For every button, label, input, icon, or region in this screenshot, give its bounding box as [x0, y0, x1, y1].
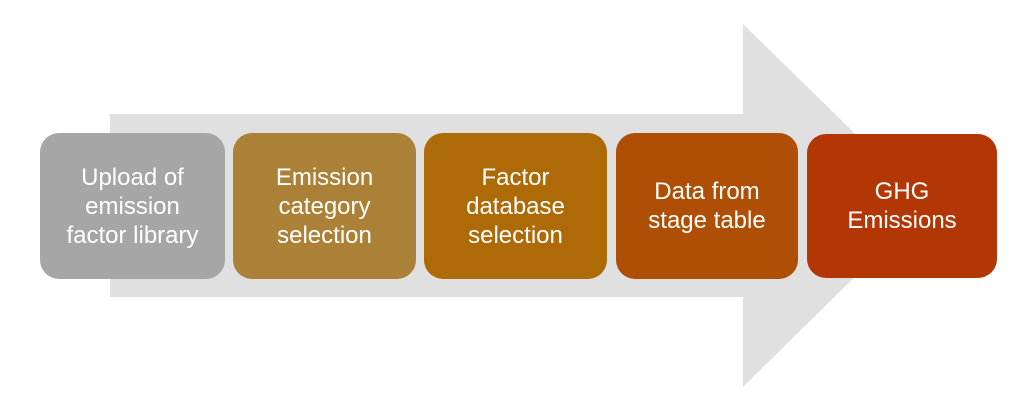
process-step-1-label: Upload of emission factor library — [66, 163, 199, 249]
process-step-4-label: Data from stage table — [648, 178, 766, 234]
process-step-5-label: GHG Emissions — [847, 178, 957, 234]
process-step-3-label: Factor database selection — [466, 163, 565, 249]
process-step-5: GHG Emissions — [807, 134, 997, 278]
process-step-3: Factor database selection — [424, 133, 607, 279]
process-step-4: Data from stage table — [616, 133, 798, 279]
process-step-2: Emission category selection — [233, 133, 416, 279]
process-step-2-label: Emission category selection — [275, 163, 374, 249]
process-step-1: Upload of emission factor library — [40, 133, 225, 279]
